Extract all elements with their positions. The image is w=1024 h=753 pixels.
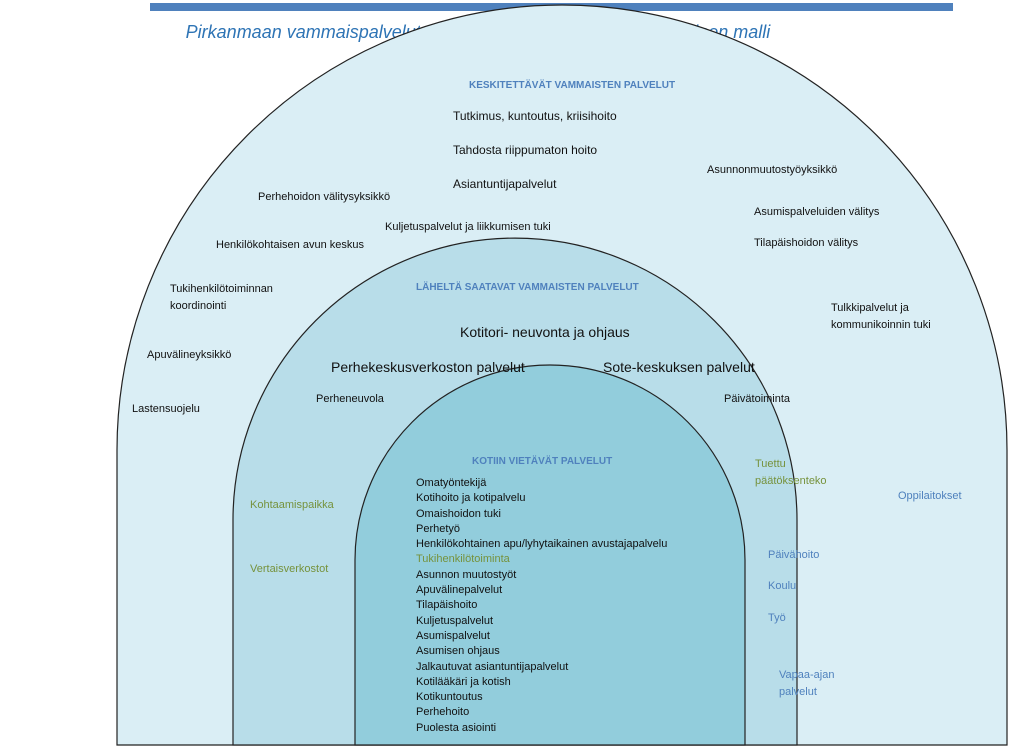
middle-item: Vertaisverkostot	[250, 563, 329, 575]
list-item: Kotihoito ja kotipalvelu	[416, 492, 526, 505]
middle-item: Päivähoito	[768, 549, 820, 561]
outer-item: Tulkkipalvelut ja kommunikoinnin tuki	[831, 302, 931, 331]
inner-arch	[354, 364, 746, 746]
middle-item: Tuettu päätöksenteko	[755, 458, 827, 487]
list-item: Omaishoidon tuki	[416, 507, 501, 520]
list-item: Asunnon muutostyöt	[416, 568, 517, 581]
list-item: Jalkautuvat asiantuntijapalvelut	[416, 660, 569, 673]
outer-item: Perhehoidon välitysyksikkö	[258, 191, 391, 203]
list-item: Asumisen ohjaus	[416, 645, 500, 658]
list-item: Perhehoito	[416, 706, 470, 719]
list-item: Apuvälinepalvelut	[416, 584, 503, 597]
list-item: Perhetyö	[416, 522, 461, 535]
outer-item: Oppilaitokset	[898, 490, 962, 502]
outer-item: Asiantuntijapalvelut	[453, 177, 557, 191]
middle-item: Vapaa-ajan palvelut	[779, 669, 835, 698]
outer-item: Tahdosta riippumaton hoito	[453, 143, 598, 157]
outer-item: Tilapäishoidon välitys	[754, 237, 859, 249]
outer-item: Lastensuojelu	[132, 403, 200, 415]
middle-item: Päivätoiminta	[724, 393, 791, 405]
list-item: Henkilökohtainen apu/lyhytaikainen avust…	[416, 538, 668, 551]
outer-item: Tukihenkilötoiminnan koordinointi	[170, 283, 273, 312]
list-item: Kuljetuspalvelut	[416, 614, 494, 627]
middle-item: Perhekeskusverkoston palvelut	[331, 359, 525, 375]
outer-item: Henkilökohtaisen avun keskus	[216, 239, 364, 251]
inner-ring-header: KOTIIN VIETÄVÄT PALVELUT	[472, 456, 613, 467]
middle-item: Koulu	[768, 580, 797, 592]
list-item: Kotikuntoutus	[416, 691, 483, 704]
outer-item: Kuljetuspalvelut ja liikkumisen tuki	[385, 221, 551, 233]
list-item: Omatyöntekijä	[416, 477, 487, 489]
list-item: Puolesta asiointi	[416, 721, 497, 734]
outer-item: Tutkimus, kuntoutus, kriisihoito	[453, 109, 617, 123]
middle-item: Kotitori- neuvonta ja ohjaus	[460, 324, 630, 340]
middle-ring-header: LÄHELTÄ SAATAVAT VAMMAISTEN PALVELUT	[416, 282, 639, 293]
middle-item: Perheneuvola	[316, 393, 384, 405]
inner-service-list: Omatyöntekijä Kotihoito ja kotipalvelu O…	[416, 476, 667, 736]
list-item: Kotilääkäri ja kotish	[416, 675, 511, 688]
middle-item: Työ	[768, 612, 786, 624]
outer-item: Asunnonmuutostyöyksikkö	[707, 164, 838, 176]
list-item: Asumispalvelut	[416, 629, 490, 642]
list-item: Tilapäishoito	[416, 599, 478, 612]
middle-item: Kohtaamispaikka	[250, 499, 334, 511]
outer-item: Asumispalveluiden välitys	[754, 206, 880, 218]
outer-ring-header: KESKITETTÄVÄT VAMMAISTEN PALVELUT	[469, 80, 676, 91]
list-item: Tukihenkilötoiminta	[416, 553, 510, 566]
outer-item: Apuvälineyksikkö	[147, 349, 232, 361]
middle-item: Sote-keskuksen palvelut	[603, 359, 755, 375]
